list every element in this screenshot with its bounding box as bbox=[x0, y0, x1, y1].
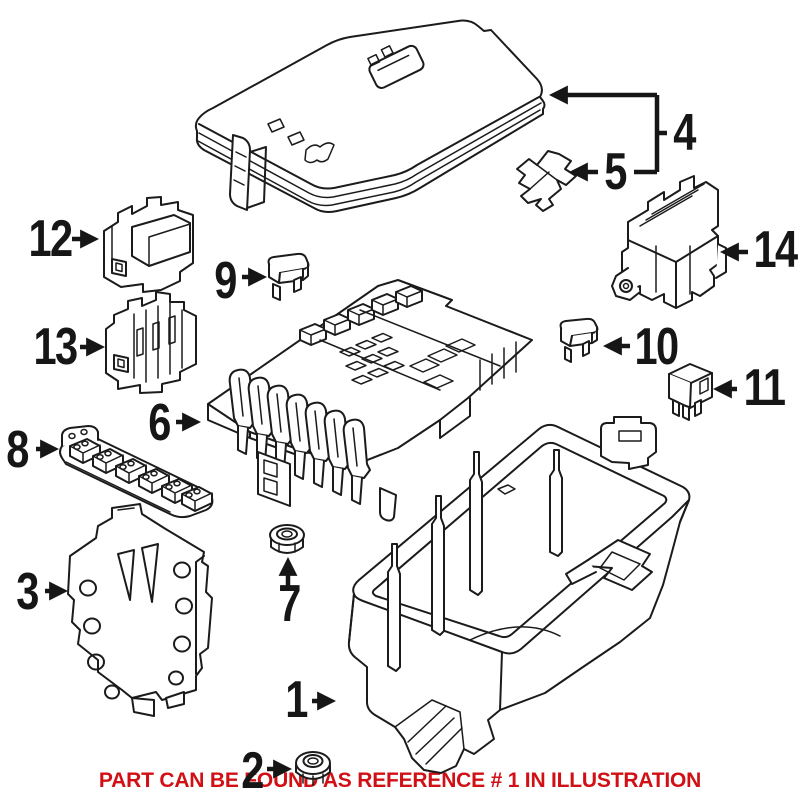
callout-12: 12 bbox=[28, 210, 73, 268]
callout-9: 9 bbox=[214, 252, 237, 310]
reference-note: PART CAN BE FOUND AS REFERENCE # 1 IN IL… bbox=[98, 769, 702, 792]
part-10-mini-fuse bbox=[559, 317, 599, 363]
part-13-relay-carrier-tall bbox=[105, 291, 197, 394]
callout-14: 14 bbox=[753, 221, 798, 279]
callout-13: 13 bbox=[33, 318, 78, 376]
callout-6: 6 bbox=[148, 394, 171, 452]
part-8-fusible-link-strip bbox=[59, 425, 214, 519]
callout-10: 10 bbox=[634, 318, 679, 376]
part-3-mounting-bracket bbox=[67, 503, 213, 717]
callout-4: 4 bbox=[673, 104, 696, 162]
callout-5: 5 bbox=[604, 143, 627, 201]
part-12-relay-carrier bbox=[103, 196, 194, 293]
callout-3: 3 bbox=[16, 563, 39, 621]
part-5-retaining-clip bbox=[516, 150, 577, 212]
part-1-lower-housing bbox=[347, 416, 691, 774]
cover-latch bbox=[229, 134, 267, 211]
battery-icon bbox=[367, 44, 425, 89]
part-7-cap-nut bbox=[269, 524, 305, 554]
housing-latch bbox=[565, 539, 653, 591]
callout-1: 1 bbox=[285, 671, 308, 729]
callout-8: 8 bbox=[6, 421, 29, 479]
part-9-mini-fuse bbox=[267, 252, 310, 301]
part-4-fuse-box-cover bbox=[194, 19, 546, 213]
part-2-hex-flange-nut bbox=[295, 751, 331, 786]
cover-symbol-icons bbox=[267, 118, 335, 164]
callout-11: 11 bbox=[743, 359, 786, 417]
housing-guide-posts bbox=[387, 449, 563, 672]
part-11-micro-relay bbox=[668, 363, 713, 421]
bracket-4-5 bbox=[634, 95, 667, 175]
callout-2: 2 bbox=[241, 742, 264, 799]
callout-arrows bbox=[36, 85, 748, 779]
part-14-relay-module bbox=[611, 175, 727, 309]
housing-top-tab bbox=[600, 416, 657, 470]
callout-7: 7 bbox=[278, 575, 301, 633]
part-6-fuse-relay-plate bbox=[207, 279, 533, 522]
